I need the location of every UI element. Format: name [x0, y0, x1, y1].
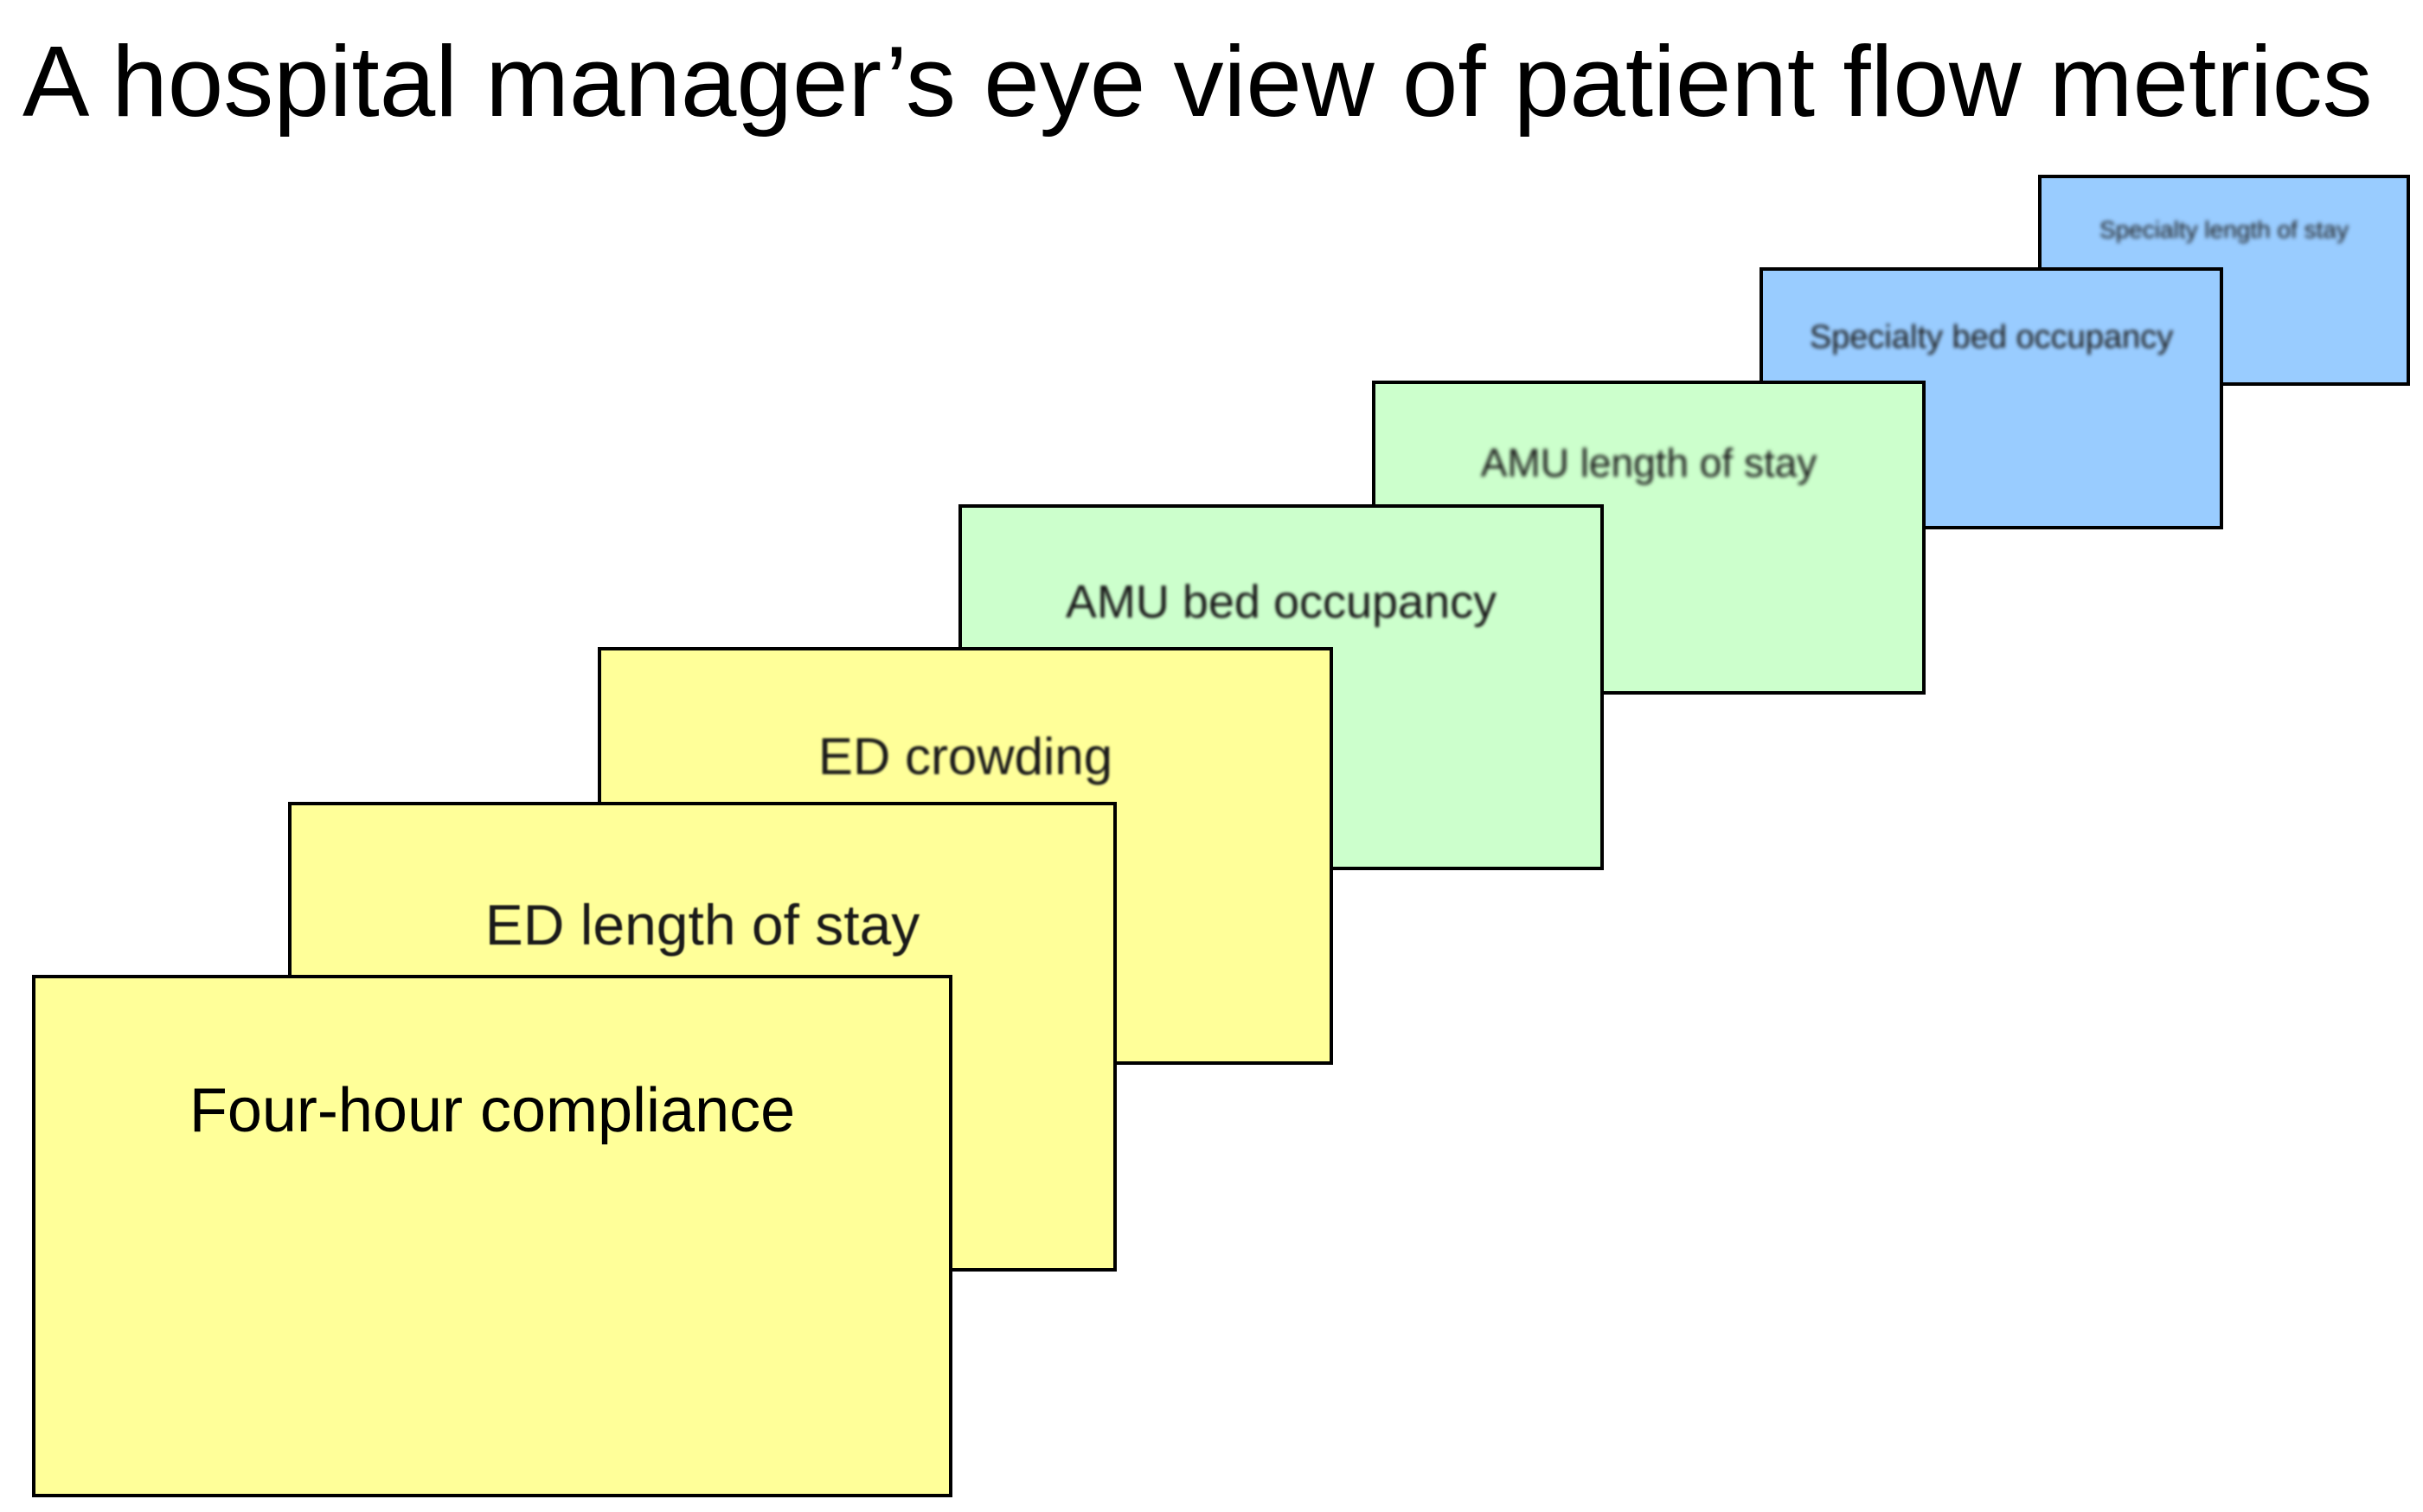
metric-card-four-hour-compliance: Four-hour compliance	[32, 975, 952, 1497]
metric-card-label: Specialty bed occupancy	[1809, 319, 2174, 356]
metric-card-label: AMU length of stay	[1480, 440, 1817, 485]
page-title: A hospital manager’s eye view of patient…	[22, 25, 2373, 138]
metric-card-label: ED crowding	[817, 727, 1113, 785]
metric-card-label: Specialty length of stay	[2099, 216, 2349, 243]
metric-card-label: Four-hour compliance	[189, 1076, 796, 1145]
metric-card-specialty-bed-occupancy: Specialty bed occupancy	[1760, 267, 2223, 529]
metric-card-label: AMU bed occupancy	[1065, 576, 1497, 628]
metric-card-label: ED length of stay	[484, 893, 920, 957]
